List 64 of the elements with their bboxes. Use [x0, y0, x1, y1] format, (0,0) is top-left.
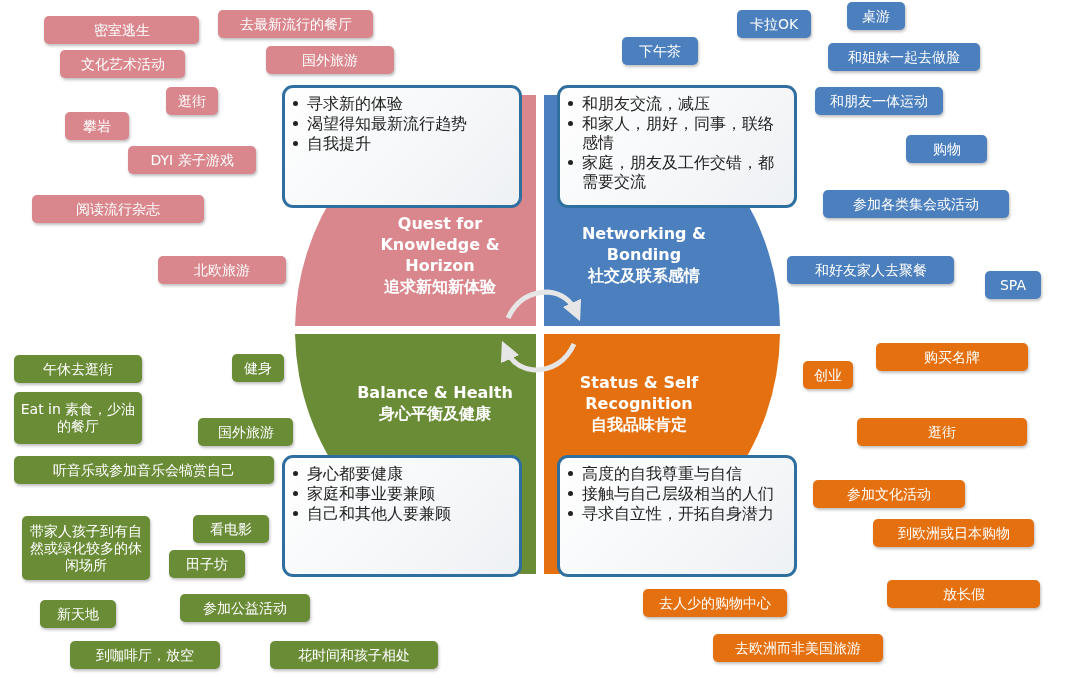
quadrant-subtitle: 社交及联系感情 — [587, 265, 701, 286]
activity-tag: 去人少的购物中心 — [643, 589, 787, 617]
quadrant-subtitle: 自我品味肯定 — [590, 414, 688, 435]
activity-tag: 创业 — [803, 361, 853, 389]
activity-tag: 午休去逛街 — [14, 355, 142, 383]
bullet-item: 和家人，朋好，同事，联络感情 — [582, 114, 774, 152]
activity-tag: 去欧洲而非美国旅游 — [713, 634, 883, 662]
activity-tag: 和朋友一体运动 — [815, 87, 943, 115]
quadrant-title: Balance & Health — [356, 382, 514, 403]
activity-tag: 新天地 — [40, 600, 116, 628]
cycle-arrow — [505, 289, 581, 321]
activity-tag: 到欧洲或日本购物 — [873, 519, 1034, 547]
activity-tag: 密室逃生 — [44, 16, 199, 44]
activity-tag: 到咖啡厅，放空 — [70, 641, 220, 669]
bullet-box — [557, 85, 797, 208]
activity-tag: 和好友家人去聚餐 — [787, 256, 954, 284]
activity-tag: 参加各类集会或活动 — [823, 190, 1009, 218]
activity-tag: 带家人孩子到有自然或绿化较多的休闲场所 — [22, 516, 150, 580]
bullet-box — [282, 455, 522, 577]
activity-tag: 看电影 — [193, 515, 269, 543]
activity-tag: 田子坊 — [169, 550, 245, 578]
bullet-item: 高度的自我尊重与自信 — [582, 464, 742, 483]
bullet-box — [557, 455, 797, 577]
cycle-arrow — [501, 341, 577, 373]
bullet-item: 和朋友交流，减压 — [582, 94, 710, 113]
bullet-item: 接触与自己层级相当的人们 — [582, 484, 774, 503]
activity-tag: 去最新流行的餐厅 — [218, 10, 373, 38]
quadrant-title: Quest for Knowledge & Horizon — [379, 213, 501, 276]
bullet-item: 寻求自立性，开拓自身潜力 — [582, 504, 774, 523]
bullet-item: 自己和其他人要兼顾 — [307, 504, 451, 523]
activity-tag: 卡拉OK — [737, 10, 811, 38]
activity-tag: Eat in 素食，少油的餐厅 — [14, 392, 142, 444]
bullet-item: 家庭和事业要兼顾 — [307, 484, 435, 503]
bullet-item: 身心都要健康 — [307, 464, 403, 483]
activity-tag: 国外旅游 — [266, 46, 394, 74]
activity-tag: 逛街 — [166, 87, 218, 115]
quadrant-subtitle: 身心平衡及健康 — [378, 403, 492, 424]
activity-tag: 放长假 — [887, 580, 1040, 608]
bullet-item: 渴望得知最新流行趋势 — [307, 114, 467, 133]
activity-tag: 花时间和孩子相处 — [270, 641, 438, 669]
activity-tag: 桌游 — [847, 2, 905, 30]
activity-tag: 购买名牌 — [876, 343, 1028, 371]
activity-tag: SPA — [985, 271, 1041, 299]
activity-tag: 下午茶 — [622, 37, 698, 65]
activity-tag: 购物 — [906, 135, 987, 163]
activity-tag: 国外旅游 — [198, 418, 293, 446]
bullet-item: 寻求新的体验 — [307, 94, 403, 113]
activity-tag: 参加公益活动 — [180, 594, 310, 622]
activity-tag: 听音乐或参加音乐会犒赏自己 — [14, 456, 274, 484]
bullet-box — [282, 85, 522, 208]
activity-tag: 健身 — [232, 354, 284, 382]
quadrant-title: Status & Self Recognition — [578, 372, 700, 414]
activity-tag: 攀岩 — [65, 112, 129, 140]
activity-tag: 文化艺术活动 — [60, 50, 185, 78]
activity-tag: 和姐妹一起去做脸 — [828, 43, 980, 71]
activity-tag: 逛街 — [857, 418, 1027, 446]
quadrant-title: Networking & Bonding — [580, 223, 707, 265]
activity-tag: DYI 亲子游戏 — [128, 146, 256, 174]
bullet-item: 家庭，朋友及工作交错，都需要交流 — [582, 153, 774, 191]
activity-tag: 参加文化活动 — [813, 480, 965, 508]
quadrant-subtitle: 追求新知新体验 — [383, 276, 497, 297]
bullet-item: 自我提升 — [307, 134, 371, 153]
activity-tag: 阅读流行杂志 — [32, 195, 204, 223]
activity-tag: 北欧旅游 — [158, 256, 286, 284]
